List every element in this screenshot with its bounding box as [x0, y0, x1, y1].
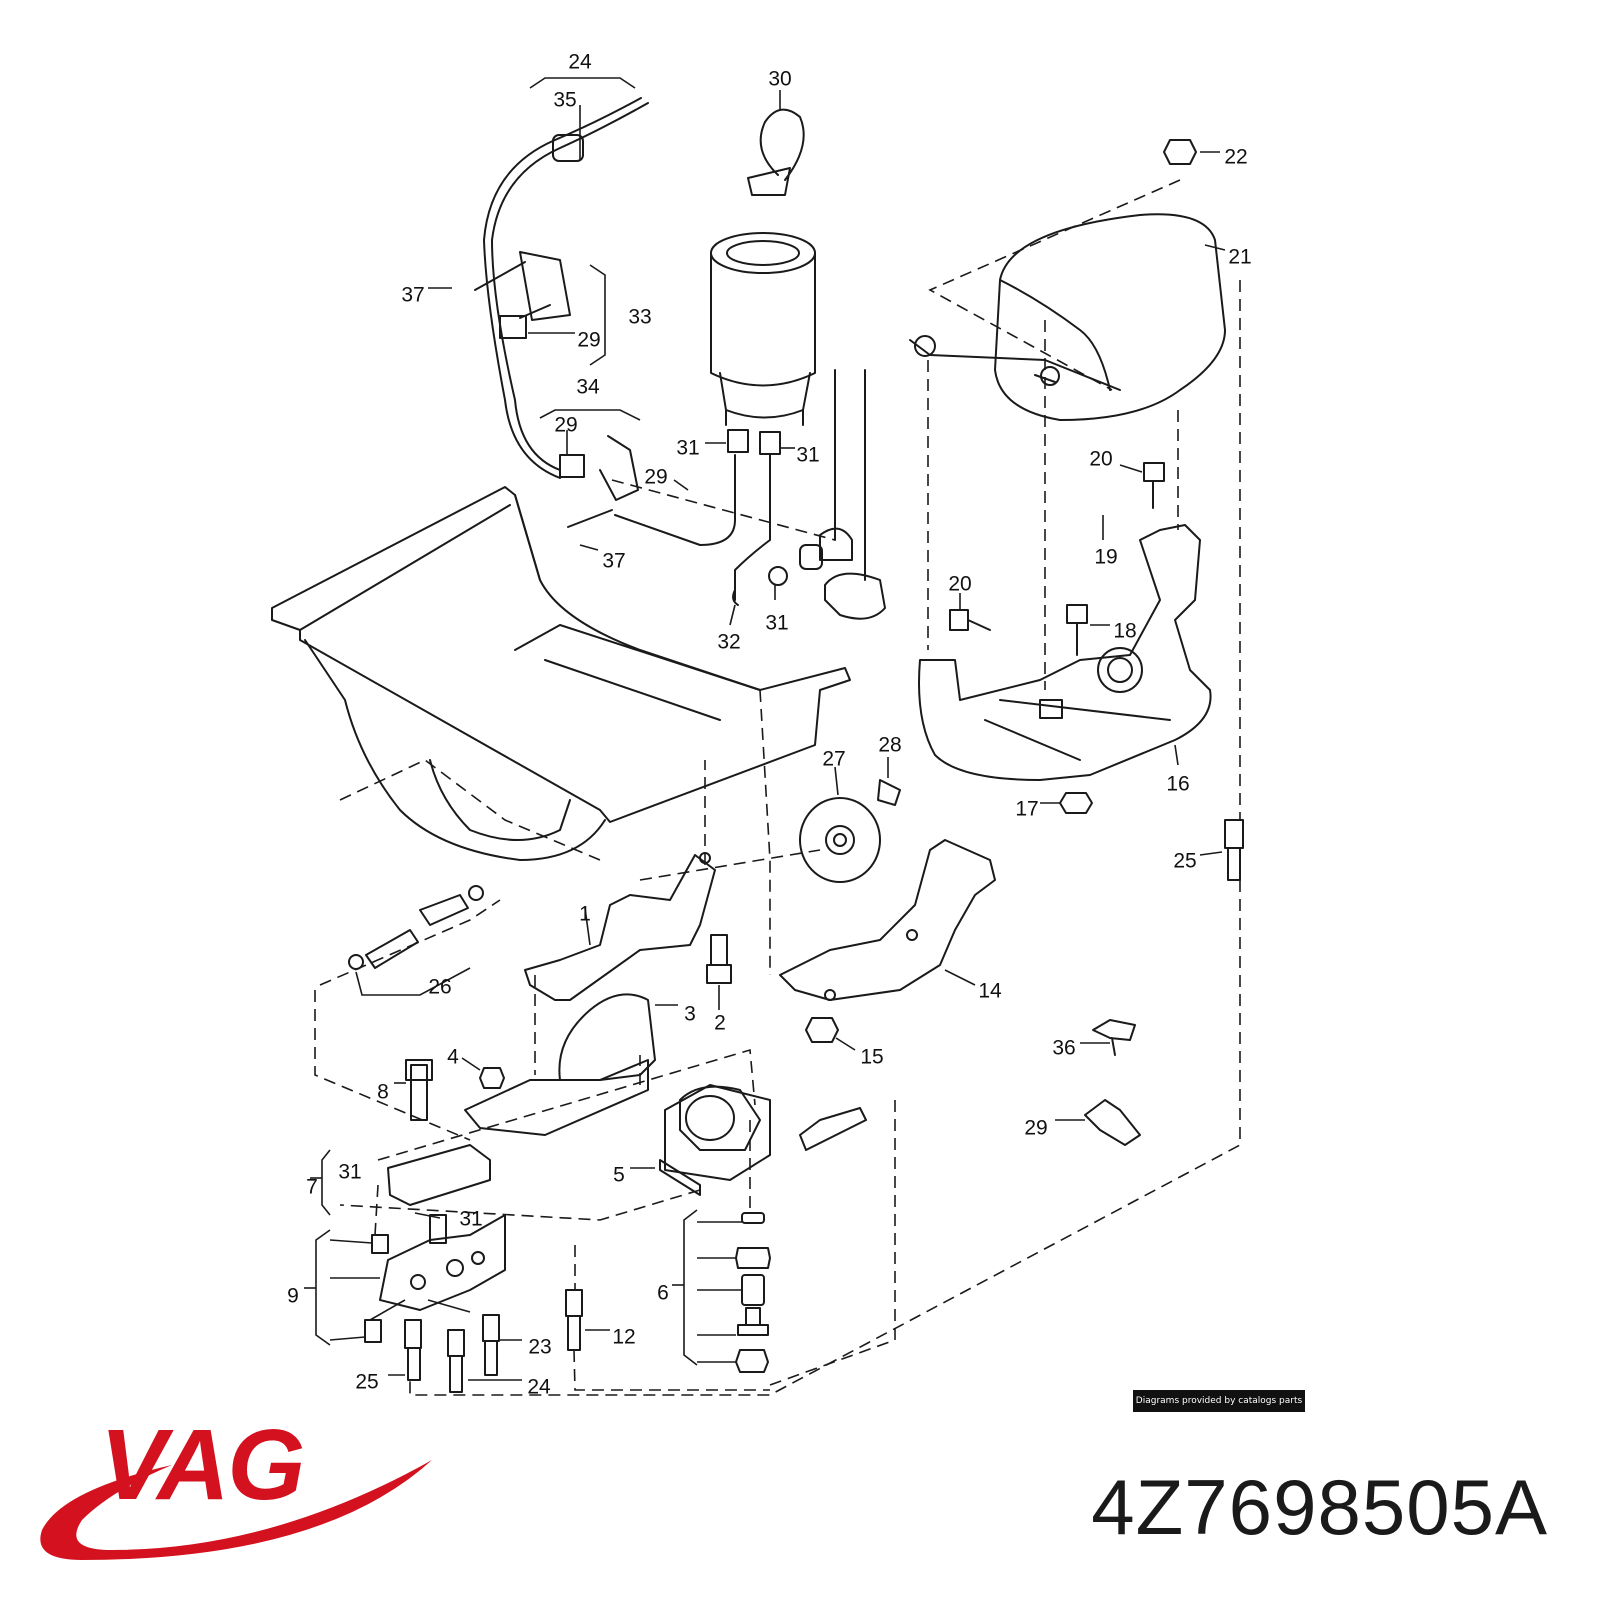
diagram-artwork [271, 97, 1244, 1393]
callout-15: 15 [860, 1046, 883, 1069]
callout-29: 29 [1024, 1117, 1047, 1140]
callout-31: 31 [338, 1161, 361, 1184]
callout-16: 16 [1166, 773, 1189, 796]
callout-9: 9 [287, 1285, 299, 1308]
callout-7: 7 [306, 1176, 318, 1199]
callout-12: 12 [612, 1326, 635, 1349]
callout-22: 22 [1224, 146, 1247, 169]
callout-1: 1 [579, 903, 591, 926]
callout-29: 29 [577, 329, 600, 352]
callout-32: 32 [717, 631, 740, 654]
callout-31: 31 [796, 444, 819, 467]
callout-17: 17 [1015, 798, 1038, 821]
callout-8: 8 [377, 1081, 389, 1104]
callout-29: 29 [554, 414, 577, 437]
callout-34: 34 [576, 376, 600, 399]
callout-25: 25 [355, 1371, 378, 1394]
callout-23: 23 [528, 1336, 551, 1359]
callout-4: 4 [447, 1046, 459, 1069]
callout-2: 2 [714, 1012, 726, 1035]
callout-19: 19 [1094, 546, 1117, 569]
callout-5: 5 [613, 1164, 625, 1187]
callout-36: 36 [1052, 1037, 1075, 1060]
callout-29: 29 [644, 466, 667, 489]
diagram-credit: Diagrams provided by catalogs parts [1133, 1390, 1305, 1412]
callout-30: 30 [768, 68, 791, 91]
callout-31: 31 [676, 437, 699, 460]
callout-18: 18 [1113, 620, 1136, 643]
part-number: 4Z7698505A [1091, 1463, 1548, 1551]
callout-31: 31 [765, 612, 788, 635]
callout-37: 37 [401, 284, 424, 307]
callout-20: 20 [1089, 448, 1112, 471]
callout-31: 31 [459, 1208, 482, 1231]
callout-37: 37 [602, 550, 625, 573]
callout-25: 25 [1173, 850, 1196, 873]
callout-33: 33 [628, 306, 651, 329]
callout-6: 6 [657, 1282, 669, 1305]
callout-27: 27 [822, 748, 845, 771]
callout-20: 20 [948, 573, 971, 596]
callout-24: 24 [527, 1376, 551, 1399]
callout-26: 26 [428, 976, 451, 999]
vag-logo-swoosh [40, 1460, 432, 1560]
callout-28: 28 [878, 734, 901, 757]
assembly-lines [314, 179, 1241, 1396]
callout-3: 3 [684, 1003, 696, 1026]
leader-lines [304, 77, 1226, 1381]
callout-14: 14 [978, 980, 1002, 1003]
callout-24: 24 [568, 51, 592, 74]
callout-21: 21 [1228, 246, 1251, 269]
brand-logo-text: VAG [100, 1409, 305, 1521]
callout-35: 35 [553, 89, 576, 112]
